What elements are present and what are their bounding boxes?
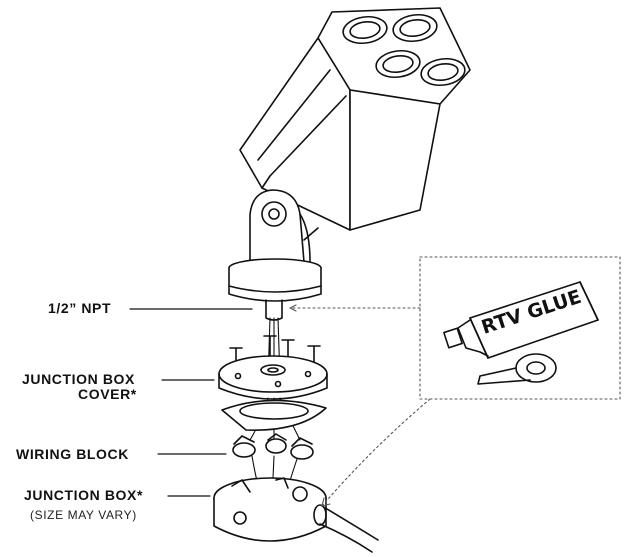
wiring-block-label: WIRING BLOCK [16,446,129,462]
knuckle-mount [249,189,319,263]
junction-box-cover-label-line1: JUNCTION BOX [22,371,135,387]
junction-box-part [213,477,379,553]
leader-lines [129,308,253,497]
tape-roll [477,353,557,385]
lens-array [342,13,466,87]
wiring-block-part [232,433,314,460]
fixture-head [239,7,471,231]
gasket [221,399,327,431]
npt-label: 1/2” NPT [48,300,112,316]
base-collar [228,258,322,302]
junction-box-label: JUNCTION BOX* [24,487,144,503]
junction-box-cover-label-line2: COVER* [78,386,137,402]
npt-nipple [265,299,283,321]
rtv-inset [289,256,621,507]
junction-box-note: (SIZE MAY VARY) [30,508,137,522]
rtv-glue-tube [443,281,599,359]
junction-box-cover-part [218,355,328,400]
